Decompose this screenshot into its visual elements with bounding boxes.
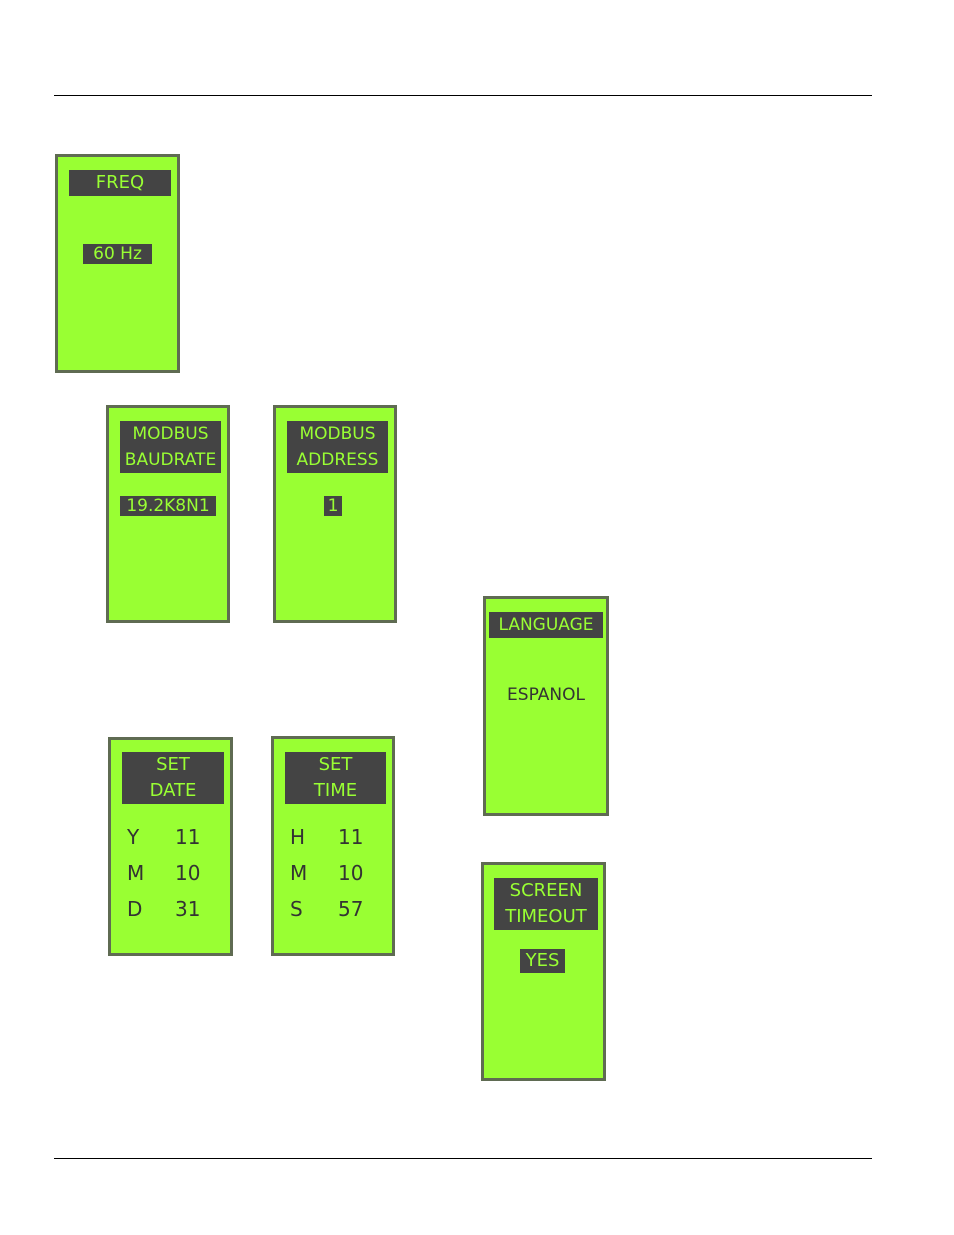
minute-key: M xyxy=(290,860,338,886)
set-date-title-line-1: SET xyxy=(124,752,222,778)
baudrate-value-row: 19.2K8N1 xyxy=(109,496,227,516)
set-time-screen-title: SET TIME xyxy=(285,752,386,804)
month-key: M xyxy=(127,860,175,886)
day-key: D xyxy=(127,896,175,922)
hour-value: 11 xyxy=(338,825,363,849)
set-time-title-line-2: TIME xyxy=(287,778,384,804)
set-time-title-line-1: SET xyxy=(287,752,384,778)
freq-screen: FREQ 60 Hz xyxy=(55,154,180,373)
language-screen-title: LANGUAGE xyxy=(489,612,603,638)
screen-timeout-value-row: YES xyxy=(482,949,603,973)
address-screen: MODBUS ADDRESS 1 xyxy=(273,405,397,623)
screen-timeout-value: YES xyxy=(520,949,566,973)
baudrate-title-line-2: BAUDRATE xyxy=(122,447,219,473)
bottom-rule xyxy=(54,1158,872,1159)
year-key: Y xyxy=(127,824,175,850)
day-value: 31 xyxy=(175,897,200,921)
freq-title-line-1: FREQ xyxy=(71,170,169,196)
freq-screen-title: FREQ xyxy=(69,170,171,196)
address-value-row: 1 xyxy=(272,496,394,516)
baudrate-screen: MODBUS BAUDRATE 19.2K8N1 xyxy=(106,405,230,623)
screen-timeout-screen-title: SCREEN TIMEOUT xyxy=(494,878,598,930)
set-date-title-line-2: DATE xyxy=(124,778,222,804)
screen-timeout-screen: SCREEN TIMEOUT YES xyxy=(481,862,606,1081)
freq-value: 60 Hz xyxy=(83,244,152,264)
screen-timeout-title-line-2: TIMEOUT xyxy=(496,904,596,930)
language-value: ESPANOL xyxy=(507,685,585,705)
address-title-line-1: MODBUS xyxy=(289,421,386,447)
language-value-row: ESPANOL xyxy=(486,685,606,705)
year-value: 11 xyxy=(175,825,200,849)
second-value: 57 xyxy=(338,897,363,921)
address-screen-title: MODBUS ADDRESS xyxy=(287,421,388,473)
minute-value: 10 xyxy=(338,861,363,885)
baudrate-screen-title: MODBUS BAUDRATE xyxy=(120,421,221,473)
hour-key: H xyxy=(290,824,338,850)
screen-timeout-title-line-1: SCREEN xyxy=(496,878,596,904)
baudrate-value: 19.2K8N1 xyxy=(120,496,215,516)
address-title-line-2: ADDRESS xyxy=(289,447,386,473)
freq-value-row: 60 Hz xyxy=(58,244,177,264)
second-key: S xyxy=(290,896,338,922)
baudrate-title-line-1: MODBUS xyxy=(122,421,219,447)
language-title-line-1: LANGUAGE xyxy=(491,612,601,638)
set-date-screen-title: SET DATE xyxy=(122,752,224,804)
address-value: 1 xyxy=(324,496,343,516)
language-screen: LANGUAGE ESPANOL xyxy=(483,596,609,816)
top-rule xyxy=(54,95,872,96)
month-value: 10 xyxy=(175,861,200,885)
